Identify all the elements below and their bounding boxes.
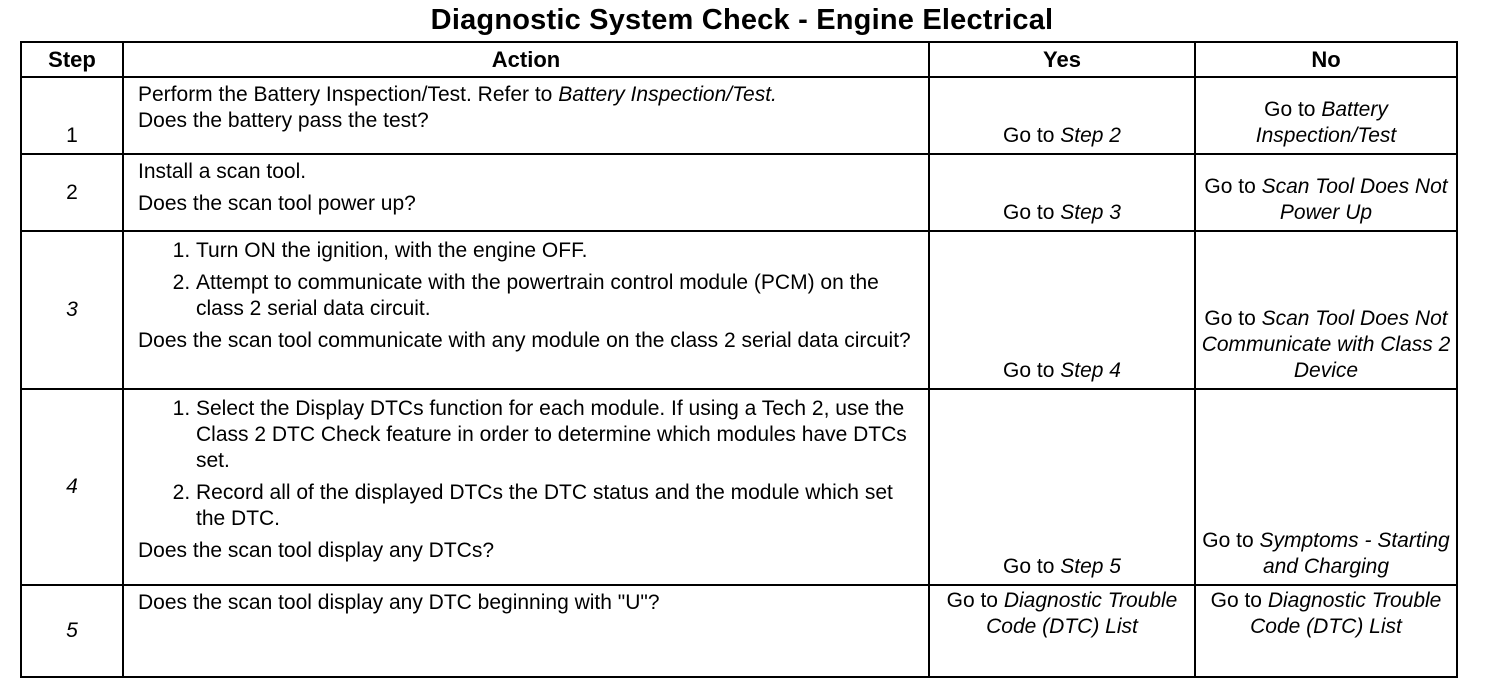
yes-cell: Go to Step 2 <box>928 76 1196 155</box>
step-number: 4 <box>20 388 124 586</box>
action-question: Does the scan tool power up? <box>138 192 416 215</box>
action-question: Does the battery pass the test? <box>138 109 429 132</box>
table-row: 1 Perform the Battery Inspection/Test. R… <box>20 76 1458 155</box>
header-step: Step <box>20 41 124 78</box>
yes-reference-link[interactable]: Step 5 <box>1060 555 1121 578</box>
table-row: 4 Select the Display DTCs function for e… <box>20 388 1458 586</box>
diagnostic-table: Step Action Yes No 1 Perform the Battery… <box>20 41 1458 678</box>
no-cell: Go to Scan Tool Does Not Communicate wit… <box>1194 230 1458 390</box>
action-question: Does the scan tool display any DTC begin… <box>138 591 660 614</box>
yes-cell: Go to Step 4 <box>928 230 1196 390</box>
table-row: 5 Does the scan tool display any DTC beg… <box>20 584 1458 678</box>
action-steps-list: Turn ON the ignition, with the engine OF… <box>138 238 914 322</box>
no-reference-link[interactable]: Scan Tool Does Not Power Up <box>1261 175 1448 224</box>
no-reference-link[interactable]: Symptoms - Starting and Charging <box>1259 529 1450 578</box>
action-cell: Turn ON the ignition, with the engine OF… <box>122 230 930 390</box>
action-cell: Perform the Battery Inspection/Test. Ref… <box>122 76 930 155</box>
yes-reference-link[interactable]: Step 3 <box>1060 201 1121 224</box>
no-reference-link[interactable]: Diagnostic Trouble Code (DTC) List <box>1250 589 1442 638</box>
action-instruction: Perform the Battery Inspection/Test. Ref… <box>138 83 777 106</box>
action-cell: Does the scan tool display any DTC begin… <box>122 584 930 678</box>
no-cell: Go to Battery Inspection/Test <box>1194 76 1458 155</box>
yes-cell: Go to Diagnostic Trouble Code (DTC) List <box>928 584 1196 678</box>
step-number: 1 <box>20 76 124 155</box>
page-title: Diagnostic System Check - Engine Electri… <box>430 4 1054 36</box>
step-number: 2 <box>20 153 124 232</box>
no-cell: Go to Diagnostic Trouble Code (DTC) List <box>1194 584 1458 678</box>
table-row: 3 Turn ON the ignition, with the engine … <box>20 230 1458 390</box>
yes-cell: Go to Step 5 <box>928 388 1196 586</box>
action-step-item: Record all of the displayed DTCs the DTC… <box>196 480 914 532</box>
no-cell: Go to Symptoms - Starting and Charging <box>1194 388 1458 586</box>
table-row: 2 Install a scan tool. Does the scan too… <box>20 153 1458 232</box>
no-cell: Go to Scan Tool Does Not Power Up <box>1194 153 1458 232</box>
step-number: 3 <box>20 230 124 390</box>
header-yes: Yes <box>928 41 1196 78</box>
action-question: Does the scan tool display any DTCs? <box>138 539 495 562</box>
no-reference-link[interactable]: Scan Tool Does Not Communicate with Clas… <box>1201 307 1451 382</box>
action-instruction: Install a scan tool. <box>138 160 307 183</box>
action-cell: Select the Display DTCs function for eac… <box>122 388 930 586</box>
header-action: Action <box>122 41 930 78</box>
header-no: No <box>1194 41 1458 78</box>
action-reference-link[interactable]: Battery Inspection/Test. <box>558 83 777 106</box>
yes-reference-link[interactable]: Step 2 <box>1060 124 1121 147</box>
action-question: Does the scan tool communicate with any … <box>138 329 911 352</box>
step-number: 5 <box>20 584 124 678</box>
yes-reference-link[interactable]: Step 4 <box>1060 359 1121 382</box>
action-steps-list: Select the Display DTCs function for eac… <box>138 396 914 532</box>
action-step-item: Turn ON the ignition, with the engine OF… <box>196 238 914 264</box>
action-step-item: Select the Display DTCs function for eac… <box>196 396 914 474</box>
action-step-item: Attempt to communicate with the powertra… <box>196 270 914 322</box>
no-reference-link[interactable]: Battery Inspection/Test <box>1255 98 1397 147</box>
yes-cell: Go to Step 3 <box>928 153 1196 232</box>
action-cell: Install a scan tool. Does the scan tool … <box>122 153 930 232</box>
header-row: Step Action Yes No <box>20 41 1458 78</box>
yes-reference-link[interactable]: Diagnostic Trouble Code (DTC) List <box>986 589 1178 638</box>
